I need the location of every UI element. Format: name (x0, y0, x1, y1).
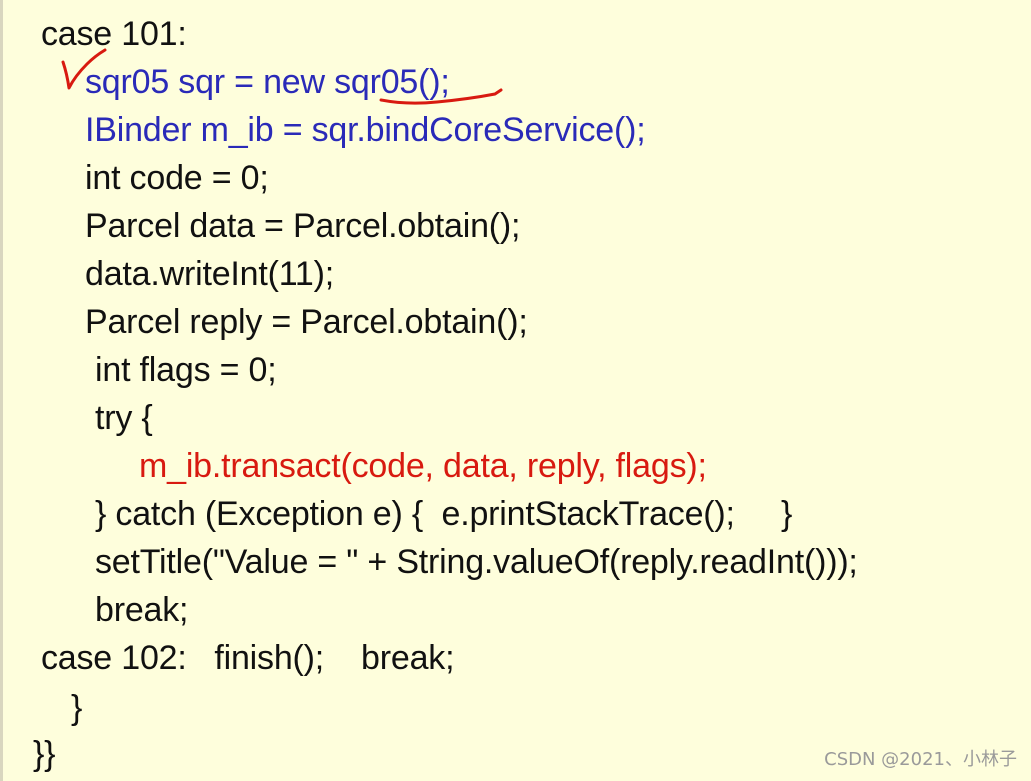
code-line-double-close-brace: }} (33, 735, 56, 773)
code-line-writeint: data.writeInt(11); (85, 255, 334, 293)
code-line-int-flags: int flags = 0; (95, 351, 277, 389)
watermark-text: CSDN @2021、小林子 (824, 749, 1017, 770)
code-line-catch: } catch (Exception e) { e.printStackTrac… (95, 495, 793, 533)
code-line-settitle: setTitle("Value = " + String.valueOf(rep… (95, 543, 858, 581)
code-line-try: try { (95, 399, 153, 437)
code-line-close-brace: } (71, 689, 83, 727)
code-line-parcel-data: Parcel data = Parcel.obtain(); (85, 207, 521, 245)
code-line-case-101: case 101: (41, 15, 187, 53)
code-line-int-code: int code = 0; (85, 159, 269, 197)
code-line-case-102: case 102: finish(); break; (41, 639, 455, 677)
code-line-break: break; (95, 591, 189, 629)
code-line-sqr05-new: sqr05 sqr = new sqr05(); (85, 63, 450, 101)
code-line-parcel-reply: Parcel reply = Parcel.obtain(); (85, 303, 528, 341)
code-line-ibinder: IBinder m_ib = sqr.bindCoreService(); (85, 111, 646, 149)
code-line-transact: m_ib.transact(code, data, reply, flags); (139, 447, 707, 485)
